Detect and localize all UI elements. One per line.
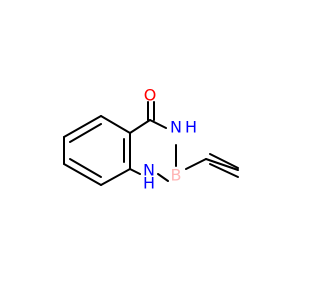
bond-c-n <box>129 168 141 175</box>
bond-c-carbonyl <box>129 119 151 134</box>
bond-b-vinyl <box>185 158 207 170</box>
boron-atom: B <box>171 166 182 185</box>
hydrogen-bottom-atom: H <box>143 174 155 193</box>
heterocycle-bonds <box>129 101 239 182</box>
bond-vinyl-2 <box>209 153 239 169</box>
hydrogen-top-atom: H <box>185 118 197 137</box>
bond-carbonyl-n <box>149 119 167 129</box>
bond-ar-2 <box>100 115 131 134</box>
nitrogen-bottom-atom: N <box>143 161 155 180</box>
bond-ar-inner-1 <box>69 123 102 143</box>
oxygen-atom: O <box>144 86 157 105</box>
bond-ar-inner-3 <box>69 158 102 178</box>
bond-ar-1 <box>63 115 102 138</box>
molecule-canvas: O N H B N H <box>63 85 239 193</box>
bond-ar-4 <box>100 168 131 186</box>
bond-vinyl-3 <box>209 163 239 178</box>
molecule-structure: O N H B N H <box>63 86 239 193</box>
benzene-ring <box>63 115 131 186</box>
bond-vinyl-1 <box>205 158 239 171</box>
bond-b-n <box>157 173 169 182</box>
bond-ar-5 <box>63 163 102 186</box>
nitrogen-top-atom: N <box>170 118 182 137</box>
